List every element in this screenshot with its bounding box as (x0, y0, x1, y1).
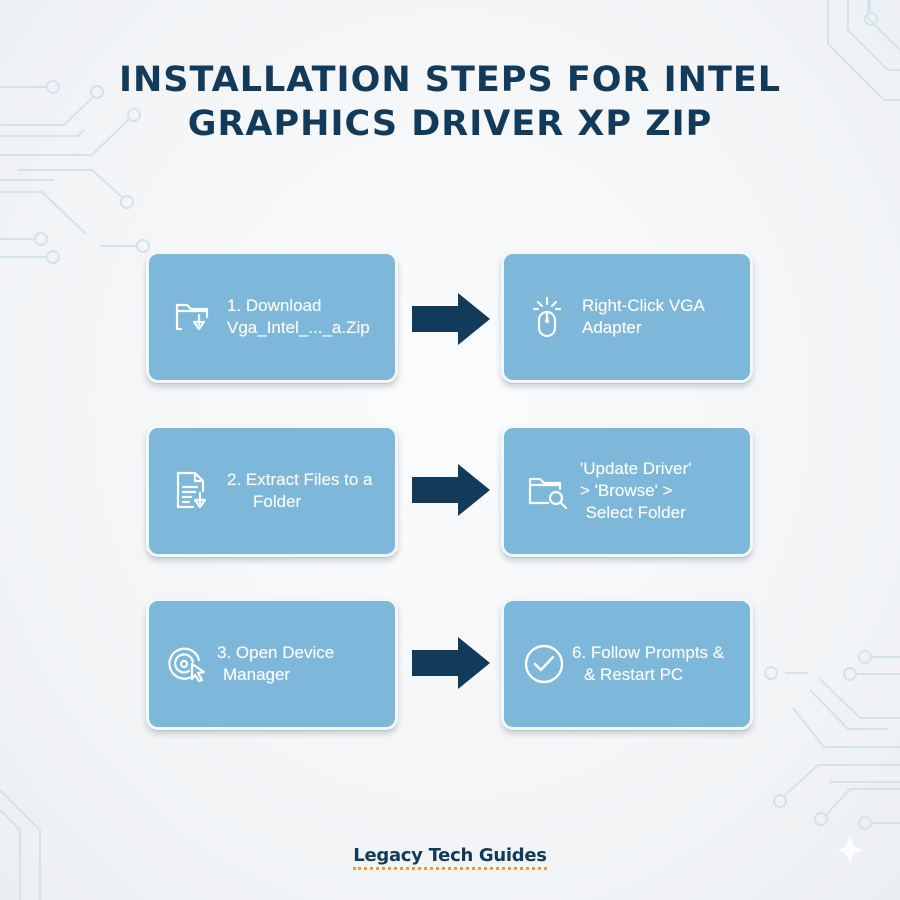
step-text: 2. Extract Files to a Folder (227, 469, 373, 513)
title-line-1: INSTALLATION STEPS FOR INTEL (118, 60, 782, 100)
sparkle-icon (836, 832, 864, 868)
right-arrow-icon (412, 293, 490, 345)
step-line: 3. Open Device (217, 643, 335, 662)
step-card-right-click: Right-Click VGA Adapter (501, 251, 753, 383)
step-line: Vga_Intel_..._a.Zip (227, 318, 370, 337)
right-arrow-icon (412, 464, 490, 516)
step-card-download: 1. Download Vga_Intel_..._a.Zip (146, 251, 398, 383)
brand-name: Legacy Tech Guides (353, 845, 547, 870)
step-line: Manager (223, 665, 291, 684)
step-card-update-driver: 'Update Driver' > 'Browse' > Select Fold… (501, 425, 753, 557)
step-line: > 'Browse' > (580, 481, 673, 500)
step-line: 6. Follow Prompts & (572, 643, 725, 662)
step-line: Adapter (582, 318, 642, 337)
folder-download-icon (175, 303, 209, 331)
step-card-extract: 2. Extract Files to a Folder (146, 425, 398, 557)
mouse-click-icon (532, 296, 562, 338)
checkmark-circle-icon (524, 644, 564, 684)
step-line: & Restart PC (584, 665, 684, 684)
right-arrow-icon (412, 637, 490, 689)
step-line: Folder (253, 492, 302, 511)
step-text: 1. Download Vga_Intel_..._a.Zip (227, 295, 370, 339)
step-line: 2. Extract Files to a (227, 470, 373, 489)
document-download-icon (176, 471, 207, 509)
step-line: 'Update Driver' (580, 459, 692, 478)
title-line-2: GRAPHICS DRIVER XP ZIP (187, 104, 713, 144)
step-card-device-manager: 3. Open Device Manager (146, 598, 398, 730)
folder-search-icon (528, 477, 568, 510)
step-text: 'Update Driver' > 'Browse' > Select Fold… (580, 458, 691, 524)
step-text: 3. Open Device Manager (217, 642, 334, 686)
step-text: Right-Click VGA Adapter (582, 295, 705, 339)
footer: Legacy Tech Guides (0, 845, 900, 870)
step-line: Select Folder (585, 503, 686, 522)
step-line: 1. Download (227, 296, 322, 315)
step-card-follow-prompts: 6. Follow Prompts & & Restart PC (501, 598, 753, 730)
disc-cursor-icon (168, 647, 206, 683)
page-title: INSTALLATION STEPS FOR INTEL GRAPHICS DR… (0, 58, 900, 146)
step-line: Right-Click VGA (582, 296, 705, 315)
step-text: 6. Follow Prompts & & Restart PC (572, 642, 724, 686)
